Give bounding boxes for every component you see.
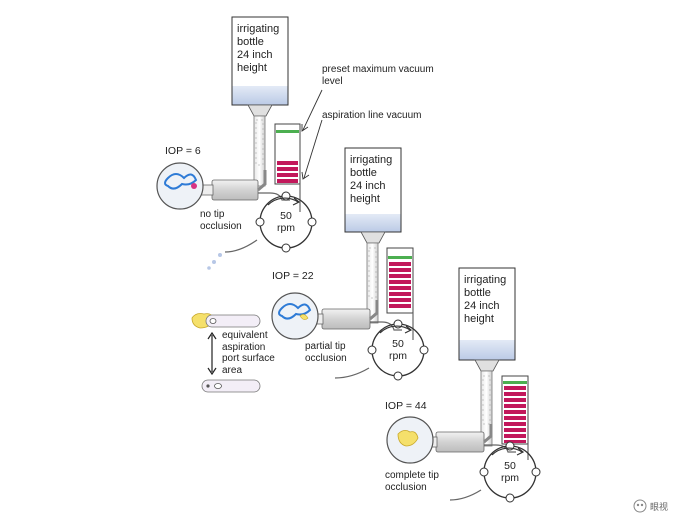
bottle-label-3: irrigating bottle 24 inch height xyxy=(464,274,507,325)
preset-maximum-line xyxy=(276,130,299,133)
preset-maximum-line xyxy=(388,256,412,259)
irrigating-bottle xyxy=(231,16,289,117)
aspiration-line-vacuum-gauge xyxy=(386,247,414,314)
eye-chamber xyxy=(271,292,319,340)
vacuum-bars xyxy=(277,161,298,183)
occlusion-label-2: partial tip occlusion xyxy=(305,341,347,364)
system-3 xyxy=(386,267,541,503)
eye-chamber xyxy=(386,416,434,464)
aspiration-line-vacuum-gauge xyxy=(274,123,301,185)
irrigating-bottle xyxy=(344,147,402,244)
outflow-drops xyxy=(207,253,222,270)
vacuum-bars xyxy=(389,262,411,308)
bottle-label-2: irrigating bottle 24 inch height xyxy=(350,154,393,205)
iop-label-3: IOP = 44 xyxy=(385,400,427,412)
aspiration-tubing xyxy=(370,313,414,340)
pump-speed-label-2: 50 rpm xyxy=(388,338,408,362)
irrigation-line xyxy=(253,115,266,187)
occlusion-label-3: complete tip occlusion xyxy=(385,470,439,493)
iop-label-2: IOP = 22 xyxy=(272,270,314,282)
iop-label-1: IOP = 6 xyxy=(165,145,201,157)
irrigating-bottle xyxy=(458,267,516,372)
occlusion-label-1: no tip occlusion xyxy=(200,209,242,232)
system-2 xyxy=(271,147,429,381)
handpiece xyxy=(196,170,267,201)
pump-speed-label-3: 50 rpm xyxy=(500,460,520,484)
peristaltic-pump xyxy=(449,441,541,503)
vacuum-bars xyxy=(504,386,526,443)
preset-vacuum-label: preset maximum vacuum level xyxy=(322,64,434,87)
preset-maximum-line xyxy=(503,381,527,384)
peristaltic-pump xyxy=(334,319,429,381)
callout-leaders xyxy=(301,89,323,180)
bottle-label-1: irrigating bottle 24 inch height xyxy=(237,23,280,74)
aspiration-tubing xyxy=(258,184,301,212)
aspiration-line-vacuum-gauge xyxy=(501,375,529,445)
watermark-logo xyxy=(633,499,647,513)
irrigation-line xyxy=(480,370,493,447)
watermark-text: 眼视 xyxy=(650,503,669,513)
eye-chamber xyxy=(156,162,204,210)
equivalent-area-inset xyxy=(191,313,261,393)
aspiration-vacuum-label: aspiration line vacuum xyxy=(322,110,422,121)
irrigation-line xyxy=(366,242,379,324)
equivalent-area-label: equivalent aspiration port surface area xyxy=(222,330,275,376)
pump-speed-label-1: 50 rpm xyxy=(276,210,296,234)
system-1 xyxy=(156,16,317,270)
peristaltic-pump xyxy=(224,191,317,253)
